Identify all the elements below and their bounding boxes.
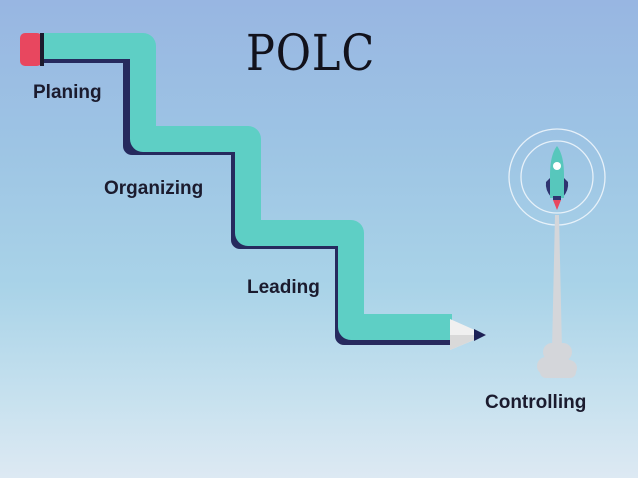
diagram-title: POLC <box>246 24 376 82</box>
pencil-lead <box>474 329 486 341</box>
rocket-icon <box>545 146 569 210</box>
step-label-leading: Leading <box>247 277 320 298</box>
pencil-eraser <box>20 33 42 66</box>
smoke-cloud <box>537 343 577 378</box>
pencil-ferrule-line <box>40 33 44 66</box>
step-label-controlling: Controlling <box>485 392 587 413</box>
smoke-trail <box>552 215 562 350</box>
step-label-planing: Planing <box>33 82 102 103</box>
rocket-ring-inner <box>520 140 594 214</box>
step-label-organizing: Organizing <box>104 178 204 199</box>
pencil-body <box>40 33 452 340</box>
